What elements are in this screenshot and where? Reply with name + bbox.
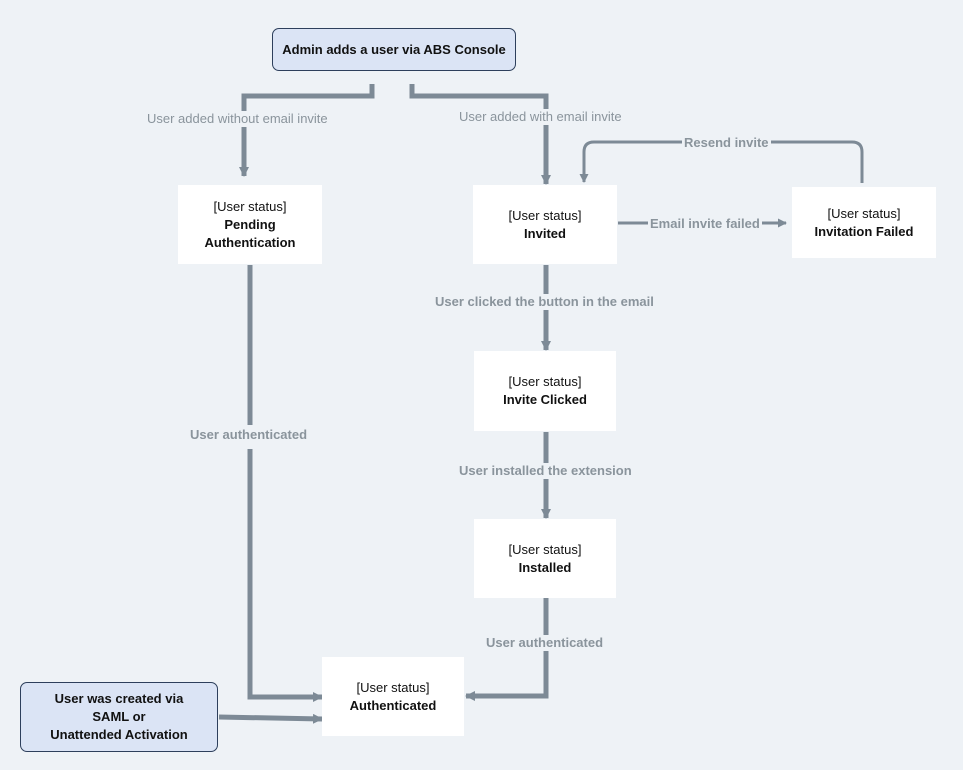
invitation-failed-name: Invitation Failed bbox=[814, 223, 914, 239]
authenticated-node: [User status] Authenticated bbox=[322, 657, 464, 736]
invitation-failed-node: [User status] Invitation Failed bbox=[792, 187, 936, 258]
edge-pending-to-authenticated bbox=[247, 265, 323, 702]
installed-prefix: [User status] bbox=[508, 541, 582, 557]
invite-clicked-node: [User status] Invite Clicked bbox=[474, 351, 616, 431]
edge-saml-to-authenticated bbox=[218, 713, 323, 724]
pending-authentication-node: [User status] Pending Authentication bbox=[178, 185, 322, 264]
pending-name-line1: Pending bbox=[224, 216, 276, 232]
admin-adds-user-text: Admin adds a user via ABS Console bbox=[282, 41, 506, 57]
authenticated-prefix: [User status] bbox=[356, 679, 430, 695]
pending-prefix: [User status] bbox=[213, 198, 287, 214]
invited-name: Invited bbox=[524, 225, 566, 241]
edge-with-invite bbox=[409, 84, 551, 185]
label-resend-invite: Resend invite bbox=[682, 135, 771, 151]
saml-created-node: User was created via SAML or Unattended … bbox=[20, 682, 218, 752]
label-clicked-button: User clicked the button in the email bbox=[433, 294, 656, 310]
label-installed-extension: User installed the extension bbox=[457, 463, 634, 479]
label-user-authenticated-left: User authenticated bbox=[188, 425, 310, 449]
edge-installed-to-authenticated bbox=[465, 598, 549, 701]
invited-node: [User status] Invited bbox=[473, 185, 617, 264]
installed-node: [User status] Installed bbox=[474, 519, 616, 598]
label-with-invite: User added with email invite bbox=[457, 109, 624, 125]
label-without-invite: User added without email invite bbox=[145, 111, 330, 127]
invite-clicked-name: Invite Clicked bbox=[503, 392, 587, 407]
invite-clicked-prefix: [User status] bbox=[508, 374, 582, 389]
saml-line2: SAML or bbox=[92, 709, 146, 724]
saml-line3: Unattended Activation bbox=[50, 727, 188, 742]
edge-without-invite bbox=[239, 84, 375, 177]
pending-name-line2: Authentication bbox=[204, 234, 296, 250]
admin-adds-user-node: Admin adds a user via ABS Console bbox=[272, 28, 516, 71]
label-user-authenticated-right: User authenticated bbox=[484, 635, 606, 651]
saml-line1: User was created via bbox=[54, 691, 184, 706]
authenticated-name: Authenticated bbox=[349, 697, 437, 713]
invited-prefix: [User status] bbox=[508, 207, 582, 223]
invitation-failed-prefix: [User status] bbox=[827, 205, 901, 221]
installed-name: Installed bbox=[518, 559, 572, 575]
label-email-invite-failed: Email invite failed bbox=[648, 216, 762, 232]
